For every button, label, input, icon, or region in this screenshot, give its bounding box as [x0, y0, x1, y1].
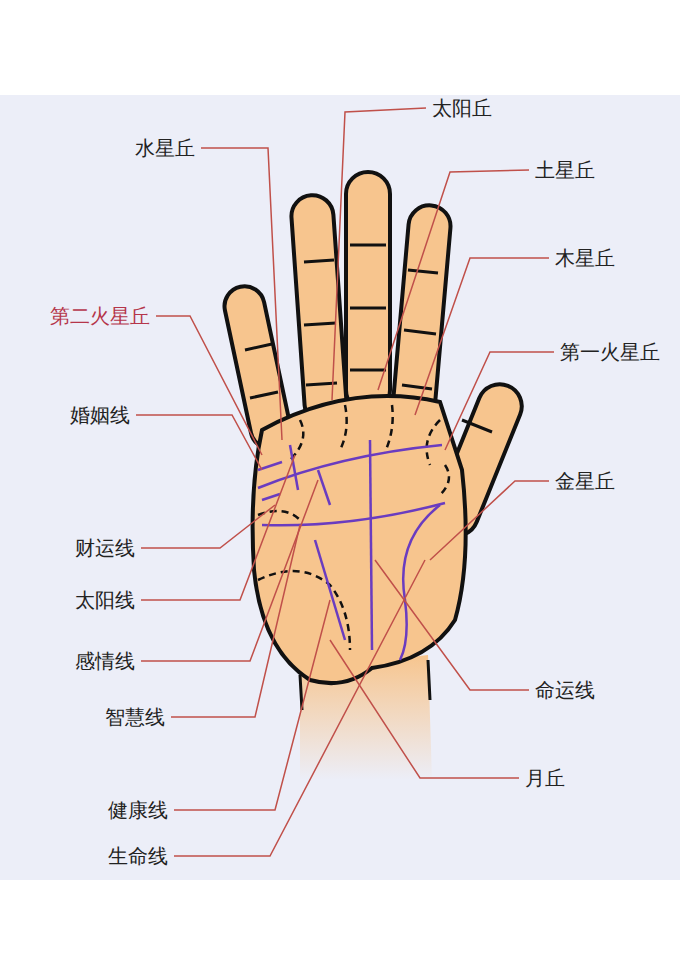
leader-line [445, 352, 554, 450]
part-label: 婚姻线 [70, 403, 130, 427]
part-label: 太阳丘 [432, 96, 492, 120]
leader-line [332, 108, 426, 400]
palm-lines [258, 440, 445, 660]
leader-line [430, 481, 549, 560]
leader-line [201, 148, 282, 440]
part-label: 土星丘 [535, 158, 595, 182]
finger-creases [245, 245, 492, 432]
part-label: 智慧线 [105, 705, 165, 729]
leader-line [141, 480, 318, 661]
part-label: 生命线 [108, 844, 168, 868]
part-label: 命运线 [535, 678, 595, 702]
part-label: 感情线 [75, 649, 135, 673]
leader-line [156, 316, 262, 455]
leader-line [415, 258, 549, 415]
part-label: 木星丘 [555, 246, 615, 270]
leader-line [330, 640, 519, 778]
part-label: 健康线 [108, 798, 168, 822]
leader-line [141, 505, 275, 548]
part-label: 水星丘 [135, 136, 195, 160]
leader-line [171, 525, 300, 717]
part-label: 金星丘 [555, 469, 615, 493]
leader-line [378, 170, 529, 390]
leader-line [136, 415, 262, 470]
mount-outlines [258, 405, 449, 650]
leader-line [174, 560, 425, 856]
part-label: 第一火星丘 [560, 340, 660, 364]
leader-line [174, 600, 330, 810]
part-label: 第二火星丘 [50, 304, 150, 328]
part-label: 月丘 [525, 766, 565, 790]
part-label: 太阳线 [75, 588, 135, 612]
leader-line [375, 560, 529, 690]
part-label: 财运线 [75, 536, 135, 560]
leader-line [141, 455, 295, 600]
